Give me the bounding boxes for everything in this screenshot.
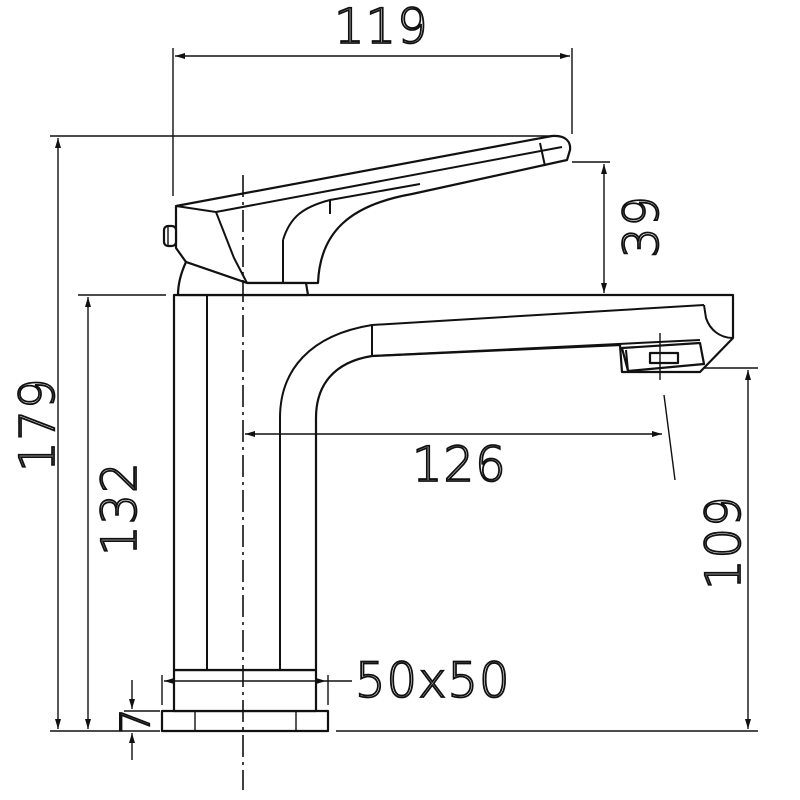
dimension-label-39: 39	[614, 195, 670, 258]
dimension-total-height: 179	[9, 135, 556, 732]
dimension-label-132: 132	[92, 461, 148, 556]
dimension-lever-height: 39	[572, 161, 671, 293]
dimension-label-7: 7	[113, 708, 159, 734]
dimension-body-height: 132	[78, 294, 166, 729]
faucet-outline	[160, 134, 735, 733]
spout-upper-edge	[279, 304, 705, 419]
aerator	[620, 333, 706, 481]
lever-handle	[162, 134, 572, 297]
faucet-body	[172, 293, 735, 672]
dimension-base-thickness: 7	[112, 680, 160, 760]
spout-nose	[703, 304, 734, 339]
dimension-lever-length: 119	[172, 0, 573, 196]
dimension-label-50x50: 50x50	[355, 653, 511, 709]
dimension-label-119: 119	[334, 0, 429, 55]
dimension-label-179: 179	[10, 377, 66, 472]
dimension-spout-clearance: 109	[336, 367, 758, 732]
dimension-label-126: 126	[412, 437, 507, 493]
base-collar	[172, 668, 318, 713]
dimension-base-size: 50x50	[161, 652, 511, 710]
dimension-spout-reach: 126	[245, 431, 662, 494]
dimension-label-109: 109	[696, 495, 752, 590]
base-plate	[160, 709, 330, 733]
